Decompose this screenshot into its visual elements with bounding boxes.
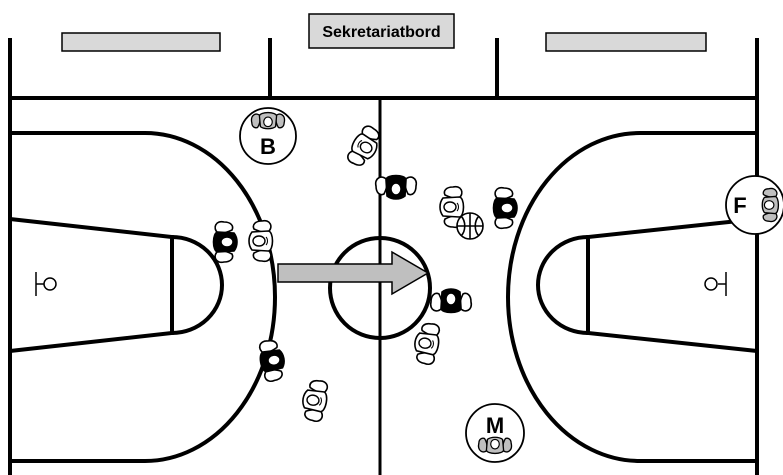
center-circle (328, 236, 432, 340)
left-team-bench (61, 32, 221, 52)
referee-b: B (239, 107, 297, 165)
player-light-4 (410, 320, 443, 367)
player-dark-5 (256, 337, 289, 384)
left-three-point-line (10, 131, 277, 463)
bench-area: Sekretariatbord (8, 13, 759, 475)
player-dark-3 (492, 186, 518, 230)
player-light-5 (298, 377, 331, 424)
player-light-2 (248, 219, 274, 263)
left-free-throw-arc (171, 235, 224, 335)
scorers-table (308, 13, 455, 49)
referee-m: M (465, 403, 525, 463)
play-direction-arrow-icon (277, 250, 430, 296)
referee-b-letter: B (260, 134, 276, 159)
player-dark-4 (429, 288, 473, 314)
referee-f-letter: F (733, 193, 746, 218)
scorers-table-label: Sekretariatbord (322, 24, 440, 41)
referee-f: F (725, 175, 783, 235)
right-key (586, 217, 758, 353)
player-dark-1 (374, 174, 418, 200)
basketball-icon (456, 212, 484, 240)
left-basket-icon (35, 272, 57, 296)
player-dark-2 (212, 220, 238, 264)
right-basket-icon (704, 272, 727, 296)
right-team-bench (545, 32, 707, 52)
right-three-point-line (506, 131, 757, 463)
right-free-throw-arc (536, 235, 589, 335)
left-key (9, 217, 174, 353)
court-lines (9, 96, 758, 475)
referee-m-letter: M (486, 413, 504, 438)
